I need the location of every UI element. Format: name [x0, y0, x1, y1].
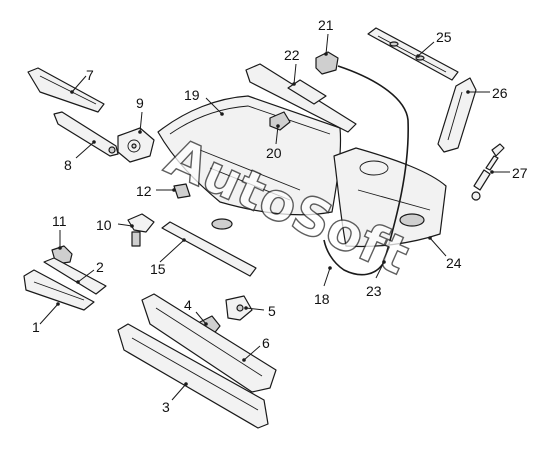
part-22-seal: [245, 63, 357, 133]
callout-label: 21: [318, 17, 334, 33]
part-1-number-plate: [23, 269, 95, 311]
part-20-wiper-motor: [269, 111, 291, 131]
callout-24: 24: [428, 236, 462, 271]
part-6-bumper-cover: [141, 293, 277, 393]
part-19-tailgate-glass: [157, 95, 342, 216]
callout-label: 12: [136, 183, 152, 199]
part-7-hinge-cover: [27, 67, 105, 113]
part-15-trim-bar: [161, 221, 257, 277]
callout-8: 8: [64, 140, 96, 173]
callout-label: 25: [436, 29, 452, 45]
callout-22: 22: [284, 47, 300, 86]
callout-label: 9: [136, 95, 144, 111]
callout-1: 1: [32, 302, 60, 335]
callout-12: 12: [136, 183, 176, 199]
callout-label: 24: [446, 255, 462, 271]
callout-9: 9: [136, 95, 144, 134]
part-10-latch: [127, 213, 155, 247]
part-24-tailgate-panel: [333, 147, 447, 248]
callout-label: 8: [64, 157, 72, 173]
callout-label: 2: [96, 259, 104, 275]
callout-27: 27: [490, 165, 528, 181]
part-27-gas-strut: [471, 143, 505, 201]
callout-15: 15: [150, 238, 186, 277]
callout-19: 19: [184, 87, 224, 116]
callout-label: 11: [52, 213, 67, 229]
callout-label: 23: [366, 283, 382, 299]
callout-label: 4: [184, 297, 192, 313]
callout-4: 4: [184, 297, 208, 326]
part-25-trim-strip: [367, 27, 459, 81]
callout-label: 7: [86, 67, 94, 83]
callout-label: 20: [266, 145, 282, 161]
callout-label: 10: [96, 217, 112, 233]
callout-label: 18: [314, 291, 330, 307]
callout-label: 1: [32, 319, 40, 335]
part-5-bracket: [225, 295, 253, 321]
callout-label: 6: [262, 335, 270, 351]
callout-23: 23: [366, 260, 386, 299]
callout-label: 3: [162, 399, 170, 415]
callout-3: 3: [162, 382, 188, 415]
callout-2: 2: [76, 259, 104, 284]
part-18-23-cable: [323, 65, 409, 276]
callout-20: 20: [266, 124, 282, 161]
part-9-lock-mechanism: [117, 127, 155, 163]
callout-label: 15: [150, 261, 166, 277]
callout-26: 26: [466, 85, 508, 101]
part-8-hinge-arm: [53, 111, 119, 157]
callout-label: 27: [512, 165, 528, 181]
callout-25: 25: [416, 29, 452, 58]
callout-7: 7: [70, 67, 94, 94]
part-21-brake-light: [315, 51, 339, 75]
callout-11: 11: [52, 213, 67, 250]
callout-label: 5: [268, 303, 276, 319]
part-number-plate-lamp: [211, 218, 233, 230]
callout-10: 10: [96, 217, 134, 233]
callout-label: 19: [184, 87, 200, 103]
callout-18: 18: [314, 266, 332, 307]
callout-21: 21: [318, 17, 334, 56]
callout-label: 22: [284, 47, 300, 63]
part-3-bumper-beam: [117, 323, 269, 429]
callout-label: 26: [492, 85, 508, 101]
part-26-pillar-trim: [437, 77, 477, 153]
part-12-clip: [173, 183, 191, 199]
callout-6: 6: [242, 335, 270, 362]
callout-5: 5: [244, 303, 276, 319]
